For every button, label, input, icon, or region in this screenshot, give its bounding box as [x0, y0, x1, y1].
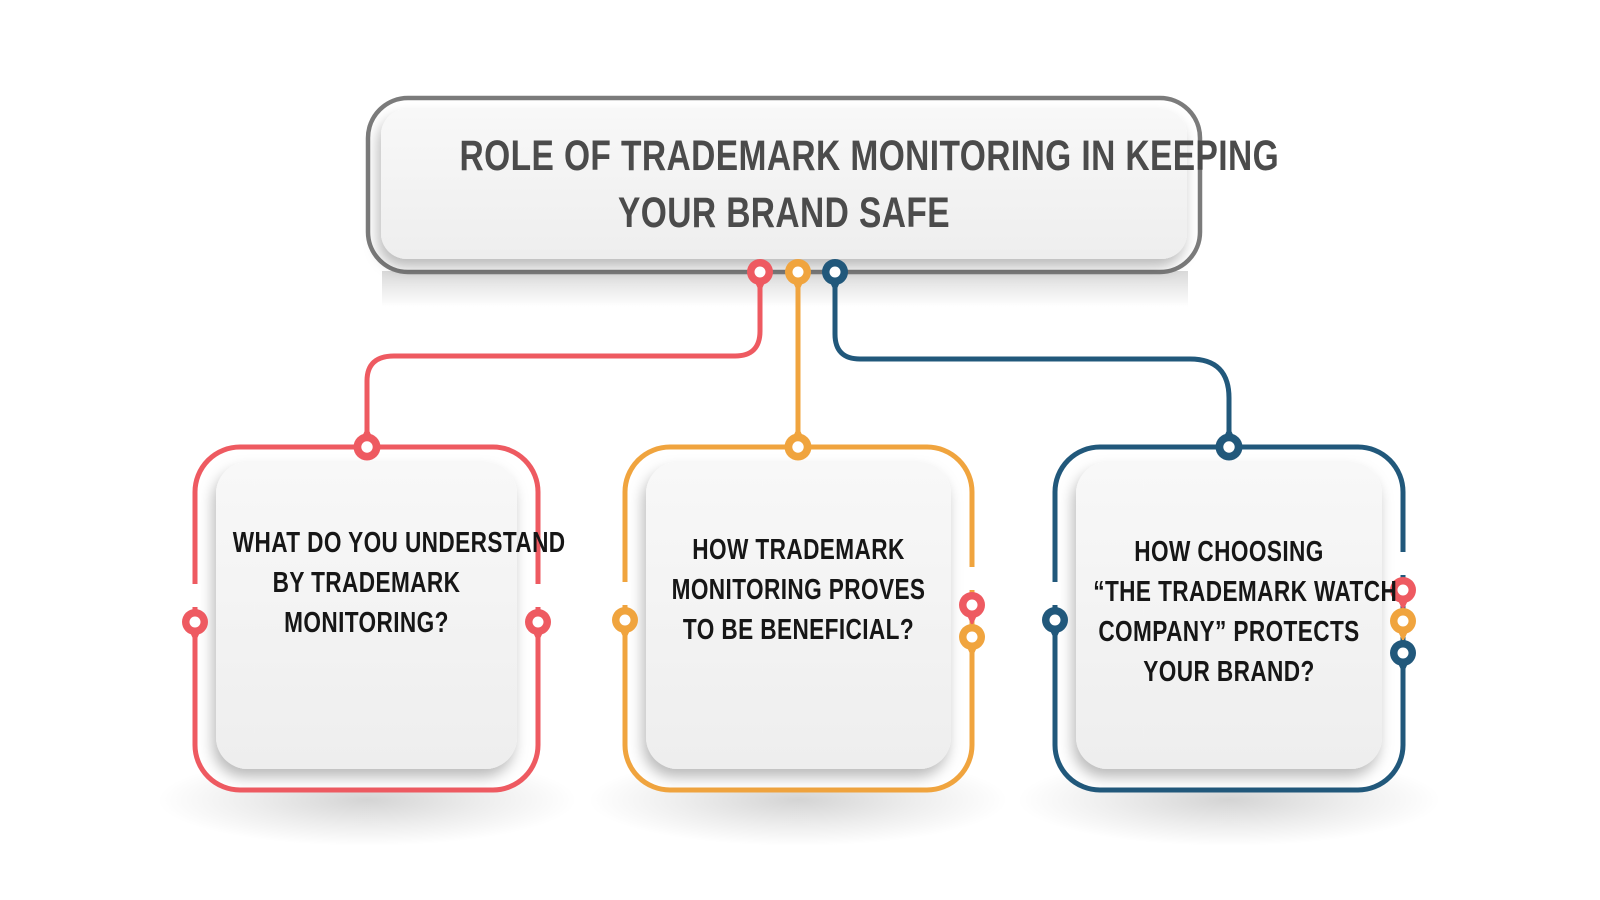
- right-box-left-gap: [1049, 582, 1061, 605]
- right-box-right-pin-blue-icon: [1390, 640, 1416, 674]
- left-box-top-node-icon: [353, 426, 381, 461]
- left-box-left-node-icon: [182, 609, 208, 643]
- middle-box-text: HOW TRADEMARK MONITORING PROVES TO BE BE…: [663, 530, 934, 650]
- right-box-line-4: YOUR BRAND?: [1143, 656, 1315, 688]
- right-box-line-2: “THE TRADEMARK WATCH: [1093, 576, 1398, 608]
- connector-red: [364, 269, 763, 450]
- title-box: [365, 95, 1203, 275]
- right-box-top-node-icon: [1215, 426, 1243, 461]
- middle-box-line-1: HOW TRADEMARK: [692, 534, 905, 566]
- title-line-2: YOUR BRAND SAFE: [618, 189, 950, 237]
- title-box-panel: [381, 109, 1187, 259]
- right-box-right-pin-orange-icon: [1390, 608, 1416, 642]
- left-box: [182, 426, 551, 793]
- middle-box-panel: [646, 462, 951, 769]
- title-text: ROLE OF TRADEMARK MONITORING IN KEEPING …: [459, 128, 1280, 242]
- right-box: [1042, 426, 1416, 793]
- middle-box-right-pin-red-icon: [959, 592, 985, 626]
- title-pin-blue-icon: [822, 259, 848, 293]
- middle-box-left-gap: [619, 582, 631, 605]
- title-box-shadow: [382, 271, 1188, 307]
- title-line-1: ROLE OF TRADEMARK MONITORING IN KEEPING: [459, 132, 1280, 180]
- left-box-right-node-icon: [525, 609, 551, 643]
- middle-box-left-node-icon: [612, 607, 638, 641]
- left-box-text: WHAT DO YOU UNDERSTAND BY TRADEMARK MONI…: [232, 523, 566, 643]
- right-box-right-gap: [1397, 552, 1409, 575]
- right-box-line-1: HOW CHOOSING: [1134, 536, 1324, 568]
- left-box-line-2: BY TRADEMARK: [272, 567, 461, 599]
- middle-box: [612, 426, 985, 793]
- left-box-line-1: WHAT DO YOU UNDERSTAND: [232, 527, 566, 559]
- left-box-panel: [216, 462, 517, 769]
- right-box-text: HOW CHOOSING “THE TRADEMARK WATCH COMPAN…: [1093, 532, 1398, 692]
- left-box-left-gap: [189, 584, 201, 607]
- middle-box-right-gap: [966, 567, 978, 590]
- left-box-right-gap: [532, 584, 544, 607]
- right-box-right-pin-red-icon: [1390, 577, 1416, 611]
- middle-box-line-3: TO BE BENEFICIAL?: [682, 614, 915, 646]
- title-pin-orange-icon: [785, 259, 811, 293]
- left-box-line-3: MONITORING?: [284, 607, 449, 639]
- connector-blue: [832, 269, 1232, 450]
- title-pin-red-icon: [747, 259, 773, 293]
- right-box-panel: [1076, 462, 1382, 769]
- middle-box-line-2: MONITORING PROVES: [671, 574, 926, 606]
- right-box-left-node-icon: [1042, 607, 1068, 641]
- middle-box-top-node-icon: [784, 426, 812, 461]
- right-box-line-3: COMPANY” PROTECTS: [1098, 616, 1360, 648]
- middle-box-right-pin-orange-icon: [959, 624, 985, 658]
